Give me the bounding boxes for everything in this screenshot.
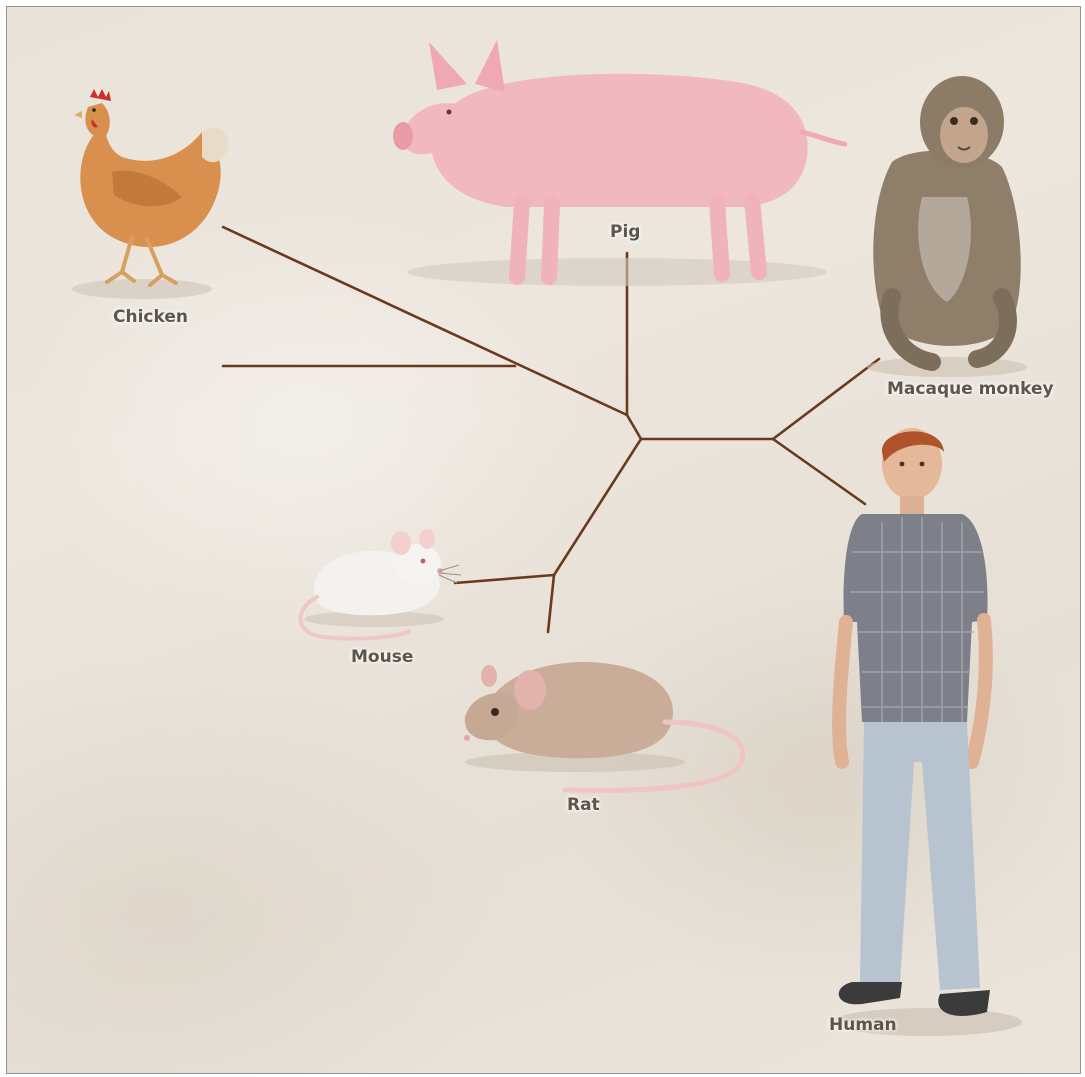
mouse-illustration [289,519,469,647]
label-mouse: Mouse [351,647,413,667]
branch-stem [627,415,641,439]
branch-rodent-stem [554,439,641,575]
macaque-monkey-illustration [852,67,1037,382]
rat-illustration [455,642,755,802]
branch-rat [548,575,554,632]
diagram-canvas: Chicken Pig Macaque monkey [6,6,1081,1074]
branch-mouse [455,575,554,583]
human-illustration [822,422,1022,1042]
label-rat: Rat [567,795,600,815]
label-macaque-monkey: Macaque monkey [887,379,1054,399]
chicken-illustration [52,77,242,307]
pig-illustration [387,32,847,287]
label-human: Human [829,1015,897,1035]
label-chicken: Chicken [113,307,188,327]
label-pig: Pig [610,222,640,242]
